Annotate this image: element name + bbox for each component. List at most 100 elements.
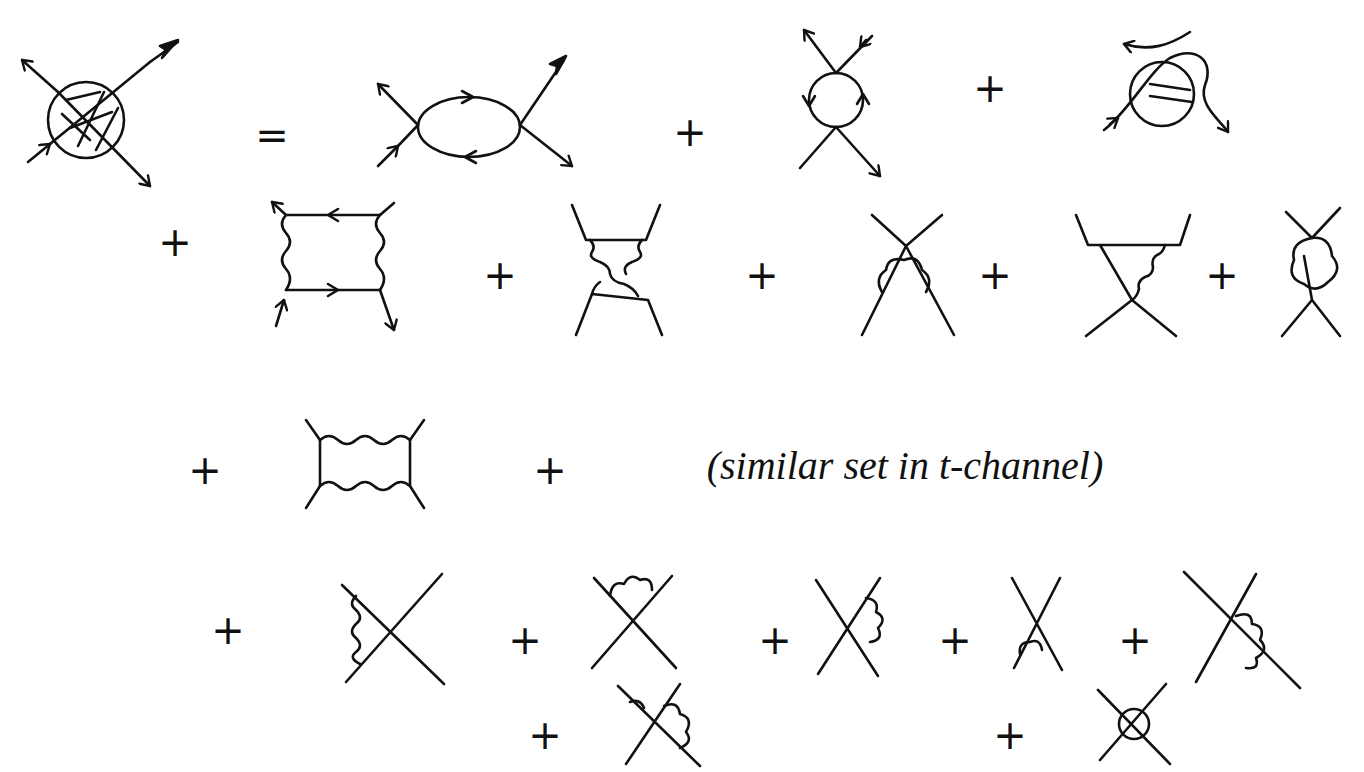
fermion-line: [836, 36, 872, 73]
loop: [809, 73, 863, 127]
handwritten-note: (similar set in t-channel): [707, 446, 1104, 486]
loop-arrow: [328, 209, 338, 221]
contact-diagram: [816, 578, 883, 676]
fermion-line: [618, 684, 700, 766]
photon-line: [320, 436, 410, 444]
loop: [418, 97, 520, 157]
fermion-line: [286, 215, 380, 290]
fermion-line: [22, 60, 58, 92]
contact-diagram: [1012, 578, 1062, 670]
fermion-line: [804, 30, 836, 73]
contact-diagram: [342, 574, 444, 684]
bubble-diagram: [378, 56, 572, 166]
photon-line: [1132, 245, 1165, 300]
vacuum-loop-diagram: [1282, 208, 1340, 336]
fermion-line: [576, 294, 662, 335]
equals-sign: =: [255, 115, 289, 155]
contact-diagram: [618, 684, 700, 766]
fermion-line: [276, 300, 284, 326]
loop: [1130, 62, 1194, 126]
fermion-line: [572, 205, 660, 240]
fermion-line: [836, 127, 880, 176]
plus-sign: +: [528, 715, 562, 755]
fermion-line: [380, 290, 394, 330]
plus-sign: +: [993, 715, 1027, 755]
triangle-diagram: [1076, 215, 1190, 336]
fermion-line: [1098, 684, 1170, 764]
vertex-correction-diagram: [862, 215, 954, 335]
photon-line: [879, 258, 929, 292]
fermion-line: [272, 202, 286, 215]
fermion-line: [28, 144, 50, 162]
fermion-line: [1012, 578, 1062, 670]
fermion-line: [520, 125, 572, 166]
photon-line: [630, 701, 644, 708]
fermion-line: [380, 203, 394, 215]
photon-line: [592, 282, 600, 294]
fermion-line: [1104, 53, 1228, 132]
fermion-line: [1184, 572, 1300, 688]
photon-line: [1020, 641, 1042, 654]
fermion-line: [1086, 300, 1176, 336]
fermion-line: [1124, 32, 1190, 47]
fermion-line: [860, 40, 866, 47]
fermion-line: [1282, 256, 1340, 336]
plus-sign: +: [978, 255, 1012, 295]
fermion-line: [872, 215, 942, 246]
fermion-line: [1110, 118, 1118, 124]
contact-diagram: [1098, 684, 1170, 764]
loop: [1119, 709, 1149, 739]
bold-arrowhead: [550, 56, 566, 74]
contact-diagram: [592, 576, 676, 668]
plus-sign: +: [158, 222, 192, 262]
loop-arrow: [803, 96, 815, 106]
photon-line: [1236, 614, 1264, 668]
bubble-diagram: [800, 30, 880, 176]
photon-line: [610, 577, 652, 596]
photon-line: [320, 482, 410, 490]
plus-sign: +: [1118, 620, 1152, 660]
photon-line: [1292, 238, 1338, 289]
photon-line: [352, 596, 360, 664]
plus-sign: +: [758, 620, 792, 660]
fermion-line: [800, 127, 836, 168]
fermion-line: [58, 92, 150, 186]
fermion-line: [592, 576, 676, 668]
crossed-box-diagram: [572, 205, 662, 335]
box-diagram: [306, 420, 424, 508]
plus-sign: +: [745, 255, 779, 295]
photon-line: [590, 240, 638, 296]
loop-arrow: [857, 94, 869, 104]
loop-arrow: [462, 91, 473, 103]
photon-line: [664, 704, 689, 748]
fermion-line: [816, 578, 880, 676]
photon-line: [866, 598, 883, 642]
loop-arrow: [465, 151, 476, 163]
fermion-line: [306, 420, 424, 508]
photon-line: [625, 240, 642, 274]
box-diagram: [272, 202, 394, 330]
photon-line: [376, 215, 384, 290]
fermion-line: [1076, 215, 1190, 245]
plus-sign: +: [533, 450, 567, 490]
plus-sign: +: [673, 112, 707, 152]
fermion-line: [342, 574, 444, 684]
plus-sign: +: [188, 450, 222, 490]
plus-sign: +: [483, 255, 517, 295]
bold-arrowhead: [160, 40, 178, 58]
plus-sign: +: [211, 610, 245, 650]
fermion-line: [398, 125, 418, 146]
fermion-line: [378, 84, 418, 125]
hatching: [62, 92, 118, 150]
photon-line: [282, 215, 290, 290]
fermion-line: [1100, 245, 1132, 300]
plus-sign: +: [973, 68, 1007, 108]
crossed-bubble-diagram: [1104, 32, 1228, 132]
plus-sign: +: [1205, 255, 1239, 295]
fermion-line: [378, 146, 398, 166]
loop-arrow: [328, 284, 338, 296]
plus-sign: +: [508, 620, 542, 660]
vertex-blob: [22, 40, 178, 186]
contact-diagram: [1184, 572, 1300, 688]
